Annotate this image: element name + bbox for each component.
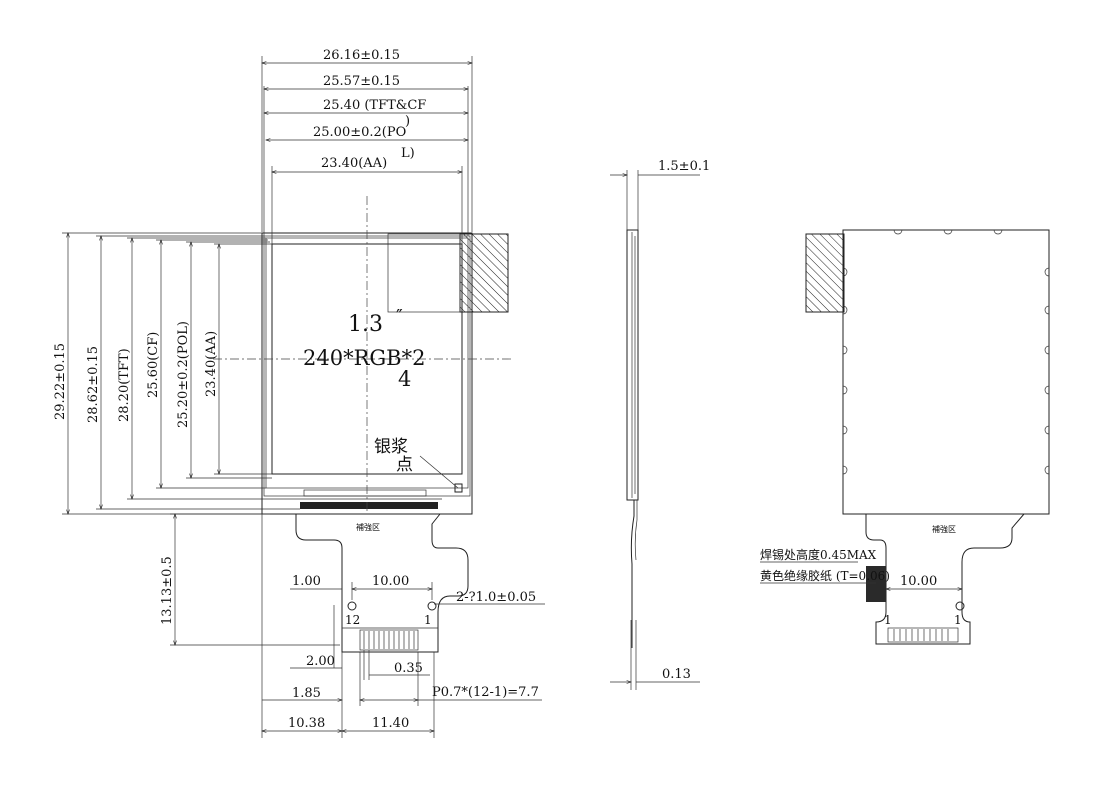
solder-height-note: 焊锡处高度0.45MAX <box>760 547 877 562</box>
dim-fpc-length: 13.13±0.5 <box>160 556 175 625</box>
fpc-dimensions: 10.00 1.00 2-?1.0±0.05 12 1 2.00 0.35 1.… <box>262 514 545 738</box>
insulating-tape-note: 黄色绝缘胶纸 (T=0.06) <box>760 568 890 583</box>
dim-hole-spacing: 10.00 <box>372 574 409 589</box>
dim-height-tft: 28.20(TFT) <box>117 348 132 422</box>
dim-width-overall: 26.16±0.15 <box>323 48 400 63</box>
dim-width-pol-tail: L) <box>401 146 415 161</box>
dim-width-2: 25.57±0.15 <box>323 74 400 89</box>
left-dimensions: 29.22±0.15 28.62±0.15 28.20(TFT) 25.60(C… <box>53 233 340 645</box>
pin-number-right: 1 <box>424 613 432 627</box>
screen-size-label: 1.3 <box>348 312 383 337</box>
dim-fpc-edge: 1.85 <box>292 686 321 701</box>
screen-size-mark: ″ <box>396 306 403 327</box>
fpc-hole-left <box>347 601 357 611</box>
fpc-connector-fingers <box>359 629 419 651</box>
back-pin-right: 1 <box>954 613 962 627</box>
fpc-reinforce-label: 補強区 <box>356 522 380 532</box>
fpc-hole-right <box>427 601 437 611</box>
dim-module-thickness: 1.5±0.1 <box>658 159 710 174</box>
dim-hole-offset: 1.00 <box>292 574 321 589</box>
dim-hole-diameter: 2-?1.0±0.05 <box>456 590 536 605</box>
dim-width-pol-bracket: ) <box>405 114 410 129</box>
fpc-pad-strip <box>300 502 438 509</box>
screen-resolution-tail: 4 <box>398 367 411 391</box>
front-view: 1.3 ″ 240*RGB*2 4 银浆 点 補強区 <box>213 196 512 653</box>
back-pin-left: 1 <box>884 613 892 627</box>
dim-fpc-thickness: 0.13 <box>662 667 691 682</box>
dim-bottom-right: 11.40 <box>372 716 409 731</box>
dim-height-pol: 25.20±0.2(POL) <box>176 321 191 428</box>
side-view: 1.5±0.1 0.13 <box>610 159 710 690</box>
dim-height-overall: 29.22±0.15 <box>53 343 68 420</box>
dim-width-pol: 25.00±0.2(PO <box>313 125 406 140</box>
dim-pad-offset: 2.00 <box>306 654 335 669</box>
insulating-tape <box>866 566 886 602</box>
back-fpc-reinforce-label: 補強区 <box>932 524 956 534</box>
dim-pad-width: 0.35 <box>394 661 423 676</box>
dim-height-aa: 23.40(AA) <box>204 331 219 397</box>
screen-resolution-label: 240*RGB*2 <box>303 346 425 370</box>
back-connector-fingers <box>887 627 959 643</box>
dim-bottom-left: 10.38 <box>288 716 325 731</box>
dim-height-cf: 25.60(CF) <box>146 332 161 398</box>
dim-pin-pitch: P0.7*(12-1)=7.7 <box>432 685 539 700</box>
dim-width-tft: 25.40 (TFT&CF <box>323 98 426 113</box>
back-dim-width: 10.00 <box>900 574 937 589</box>
back-view: 補強区 10.00 1 1 焊锡处高度0.45MAX 黄色绝缘胶纸 (T=0.0… <box>760 229 1050 645</box>
dim-width-aa: 23.40(AA) <box>321 156 387 171</box>
silver-paste-label-1: 银浆 <box>374 437 408 457</box>
pin-number-left: 12 <box>345 613 360 627</box>
dim-height-2: 28.62±0.15 <box>86 346 101 423</box>
top-dimensions: 26.16±0.15 25.57±0.15 25.40 (TFT&CF 25.0… <box>262 48 472 244</box>
silver-paste-label-2: 点 <box>396 455 413 475</box>
